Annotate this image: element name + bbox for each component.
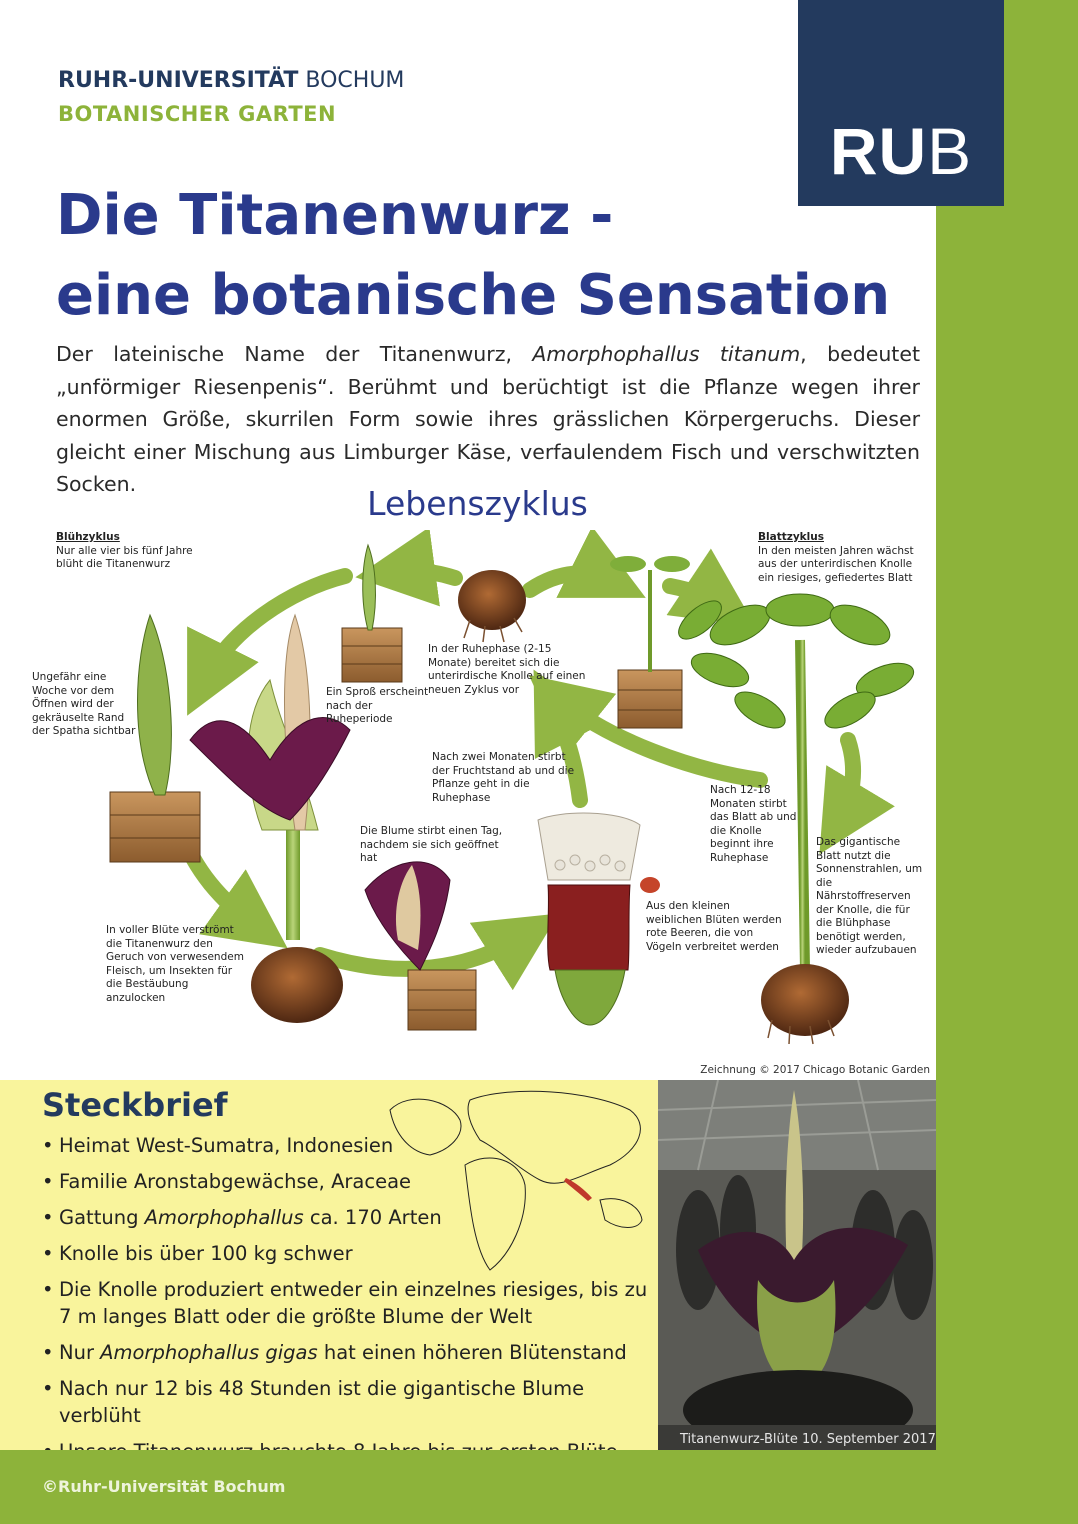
fruit-cluster [537, 812, 660, 1026]
crate-small-leaf [610, 556, 690, 729]
rub-logo: RUB [798, 0, 1004, 206]
green-side-band [936, 0, 1078, 1450]
page-title: Die Titanenwurz -eine botanische Sensati… [56, 183, 891, 328]
steckbrief-heading: Steckbrief [42, 1086, 228, 1124]
caption-fruchtstand: Nach zwei Monaten stirbt der Fruchtstand… [432, 751, 575, 804]
illustration-credit: Zeichnung © 2017 Chicago Botanic Garden [700, 1064, 930, 1076]
caption-ruhephase: In der Ruhephase (2-15 Monate) bereitet … [428, 643, 586, 696]
caption-blatt-nutzt: Das gigantische Blatt nutzt die Sonnenst… [816, 836, 923, 956]
caption-blatt-stirbt: Nach 12-18 Monaten stirbt das Blatt ab u… [710, 784, 797, 864]
footer: ©Ruhr-Universität Bochum [0, 1450, 1078, 1524]
crate-sprout [341, 543, 403, 683]
leaf-tuber [767, 1019, 835, 1045]
garden-name: BOTANISCHER GARTEN [58, 102, 337, 126]
big-leaf-plant [678, 593, 915, 1036]
wilting-flower-crate [364, 861, 477, 1031]
list-item: Gattung Amorphophallus ca. 170 Arten [42, 1204, 652, 1231]
big-flower [189, 613, 351, 1023]
fact-list: Heimat West-Sumatra, Indonesien Familie … [42, 1132, 652, 1501]
list-item: Nur Amorphophallus gigas hat einen höher… [42, 1339, 652, 1366]
crate-left [109, 613, 201, 863]
list-item: Nach nur 12 bis 48 Stunden ist die gigan… [42, 1375, 652, 1429]
caption-spatha: Ungefähr eine Woche vor dem Öffnen wird … [32, 671, 136, 737]
caption-beeren: Aus den kleinen weiblichen Blüten werden… [646, 900, 782, 953]
cycle-arrows [172, 530, 895, 991]
lifecycle-heading: Lebenszyklus [367, 484, 588, 523]
copyright-text: ©Ruhr-Universität Bochum [42, 1477, 286, 1496]
list-item: Familie Aronstabgewächse, Araceae [42, 1168, 652, 1195]
intro-paragraph: Der lateinische Name der Titanenwurz, Am… [56, 342, 920, 496]
bloom-photo [658, 1080, 936, 1450]
caption-spross: Ein Sproß erscheint nach der Ruheperiode [326, 686, 429, 725]
list-item: Heimat West-Sumatra, Indonesien [42, 1132, 652, 1159]
dormant-tuber [458, 570, 526, 643]
list-item: Knolle bis über 100 kg schwer [42, 1240, 652, 1267]
university-name: RUHR-UNIVERSITÄT BOCHUM [58, 68, 405, 93]
lifecycle-illustration [109, 530, 915, 1045]
caption-volle-bluete: In voller Blüte verströmt die Titanenwur… [106, 924, 244, 1004]
photo-caption: Titanenwurz-Blüte 10. September 2017 [680, 1432, 936, 1447]
list-item: Die Knolle produziert entweder ein einze… [42, 1276, 652, 1330]
caption-blume-stirbt: Die Blume stirbt einen Tag, nachdem sie … [360, 825, 503, 864]
